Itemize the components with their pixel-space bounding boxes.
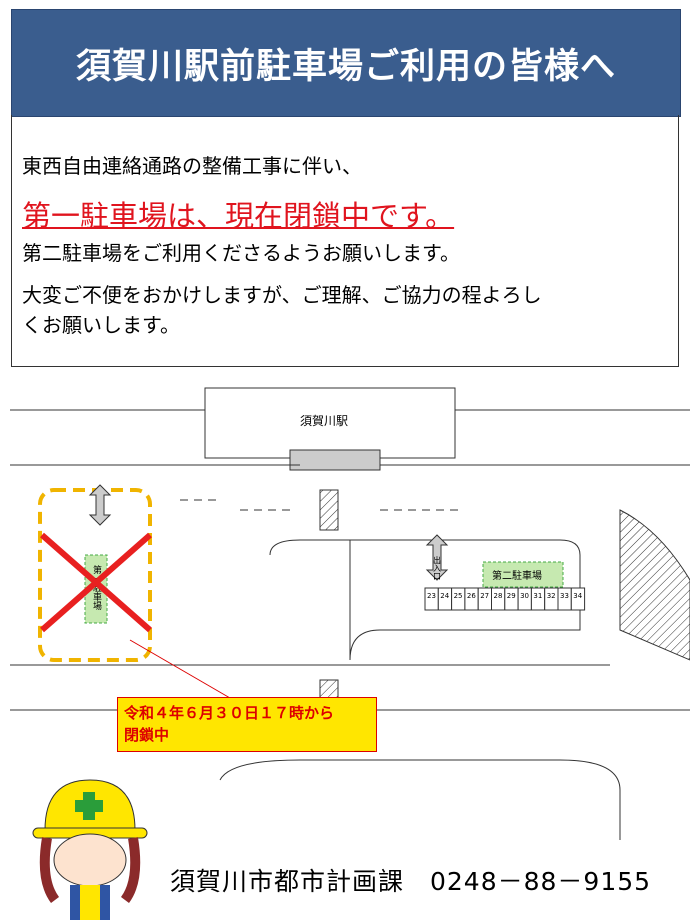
- parking-space-number: 34: [573, 592, 582, 600]
- parking-space-number: 26: [467, 592, 476, 600]
- notice-line: 大変ご不便をおかけしますが、ご理解、ご協力の程よろし: [22, 283, 542, 307]
- lot2-label: 第二駐車場: [492, 569, 542, 582]
- parking-space-number: 23: [427, 592, 436, 600]
- station-building: [204, 387, 456, 459]
- lot2-spaces: 23 24 25 26 27 28 29 30 31 32 33 34: [424, 587, 586, 611]
- parking-space: [570, 587, 586, 611]
- parking-space-number: 32: [547, 592, 556, 600]
- parking-space-number: 24: [440, 592, 449, 600]
- entrance-arrow-icon: [425, 534, 449, 581]
- parking-map: 須賀川駅 第一駐車場 出入口 第二駐車場 23 24 25 26 27 28 29 30 31 3…: [10, 387, 690, 840]
- page-title: 須賀川駅前駐車場ご利用の皆様へ: [11, 9, 681, 117]
- note-line: 閉鎖中: [124, 726, 170, 744]
- notice-box: 東西自由連絡通路の整備工事に伴い、 第一駐車場は、現在閉鎖中です。 第二駐車場を…: [11, 115, 679, 367]
- lot1-label: 第一駐車場: [91, 564, 102, 611]
- parking-space-number: 33: [560, 592, 569, 600]
- contact-info: 須賀川市都市計画課 0248－88－9155: [170, 867, 652, 896]
- closure-date-note: 令和４年６月３０日１７時から 閉鎖中: [117, 697, 377, 752]
- notice-line: くお願いします。: [22, 313, 180, 337]
- station-label: 須賀川駅: [300, 414, 348, 428]
- note-line: 令和４年６月３０日１７時から: [124, 704, 335, 722]
- mascot-worker-icon: [32, 779, 148, 920]
- parking-space-number: 28: [494, 592, 503, 600]
- entrance-arrow-icon: [88, 484, 112, 526]
- notice-line: 第二駐車場をご利用くださるようお願いします。: [22, 241, 460, 265]
- parking-space-number: 27: [480, 592, 489, 600]
- parking-space-number: 25: [454, 592, 463, 600]
- parking-space-number: 31: [533, 592, 542, 600]
- parking-space-number: 29: [507, 592, 516, 600]
- notice-line: 東西自由連絡通路の整備工事に伴い、: [22, 154, 362, 178]
- closure-headline: 第一駐車場は、現在閉鎖中です。: [22, 199, 455, 233]
- parking-space-number: 30: [520, 592, 529, 600]
- entrance-label: 出入口: [433, 555, 442, 580]
